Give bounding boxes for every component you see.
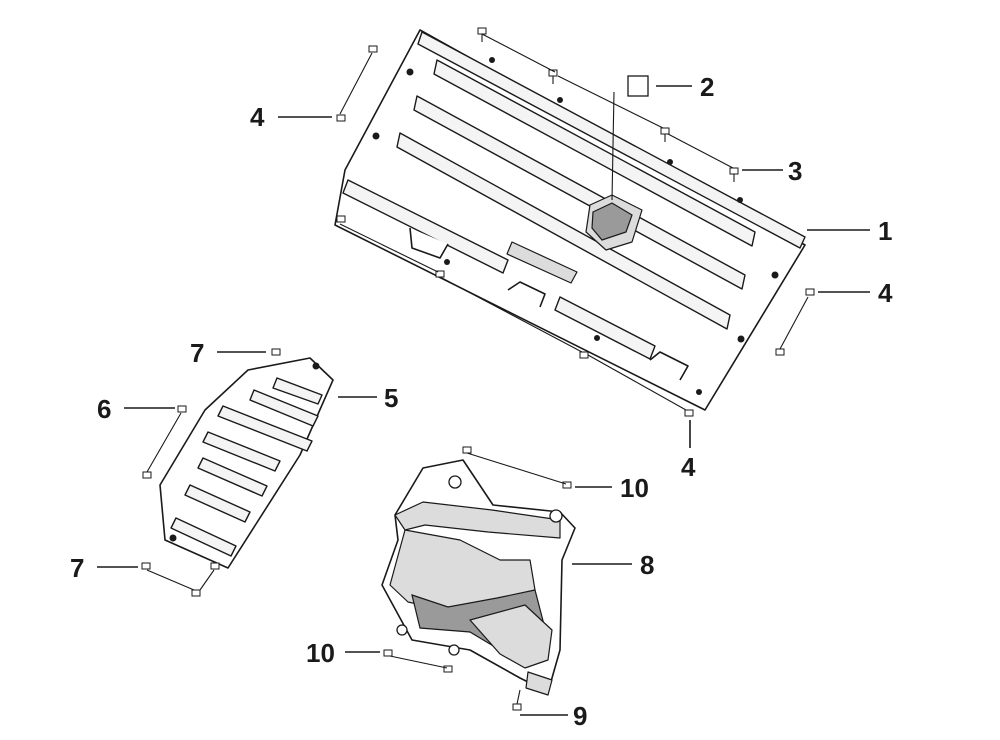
- callout-5: 5: [384, 383, 398, 413]
- part-5-side-panel: [159, 357, 334, 569]
- assembly-lines: [146, 33, 809, 705]
- bolt-icon: [210, 562, 220, 570]
- fasteners: [141, 27, 815, 711]
- bolt-icon: [191, 589, 201, 597]
- callout-3: 3: [788, 156, 802, 186]
- screw-icon: [548, 69, 558, 84]
- callout-4-left: 4: [250, 102, 265, 132]
- bolt-icon: [336, 215, 346, 223]
- bolt-icon: [435, 270, 445, 278]
- bolt-icon: [684, 409, 694, 417]
- bolt-icon: [579, 351, 589, 359]
- bolt-icon: [177, 405, 187, 413]
- bolt-icon: [462, 446, 472, 454]
- bolt-icon: [336, 114, 346, 122]
- callout-10-left: 10: [306, 638, 335, 668]
- callout-9: 9: [573, 701, 587, 731]
- screw-icon: [729, 167, 739, 182]
- bolt-icon: [383, 649, 393, 657]
- bolt-icon: [562, 481, 572, 489]
- bolt-icon: [141, 562, 151, 570]
- bolt-icon: [805, 288, 815, 296]
- callout-4-right: 4: [878, 278, 893, 308]
- bolt-icon: [443, 665, 453, 673]
- bolt-icon: [512, 703, 522, 711]
- part-8-lower-housing: [381, 459, 576, 696]
- callout-7-bottom: 7: [70, 553, 84, 583]
- screw-icon: [660, 127, 670, 142]
- part-1-rear-panel: [334, 29, 806, 411]
- part-2-clip-symbol-icon: [627, 75, 649, 97]
- callout-1: 1: [878, 216, 892, 246]
- callout-6: 6: [97, 394, 111, 424]
- bolt-icon: [142, 471, 152, 479]
- callout-8: 8: [640, 550, 654, 580]
- bolt-icon: [368, 45, 378, 53]
- callout-4-bottom: 4: [681, 452, 696, 482]
- bolt-icon: [775, 348, 785, 356]
- bolt-icon: [271, 348, 281, 356]
- callout-labels: 1 2 3 4 4 4 5 6 7 7 8 9 10 10: [70, 72, 893, 731]
- callout-2: 2: [700, 72, 714, 102]
- callout-10-right: 10: [620, 473, 649, 503]
- leader-lines: [97, 85, 870, 716]
- callout-7-top: 7: [190, 338, 204, 368]
